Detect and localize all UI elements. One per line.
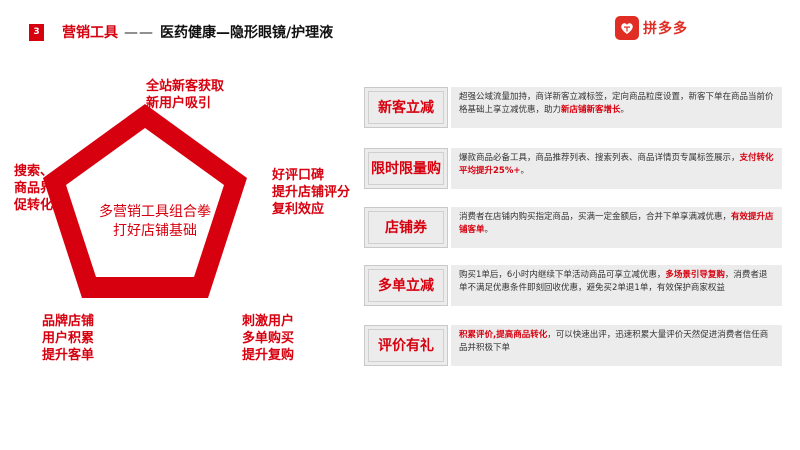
card-desc-highlight: 有效提升店铺客单 (459, 212, 774, 235)
card-label-text: 评价有礼 (368, 329, 444, 362)
pentagon-diagram (43, 104, 247, 298)
pentagon-inner (66, 128, 224, 277)
label-bottom-left-line-3: 提升客单 (42, 348, 95, 363)
title-sub: 医药健康—隐形眼镜/护理液 (160, 25, 334, 41)
label-bottom-right-line-2: 多单购买 (242, 331, 295, 346)
card-desc-tail: ，可以快速出评，迅速积累大量评价天然促进消费者信任商品并积极下单 (459, 330, 769, 353)
label-top-line-1: 全站新客获取 (146, 79, 225, 94)
card-desc-store-coupon: 消费者在店铺内购买指定商品，买满一定金额后，合并下单享满减优惠，有效提升店铺客单… (451, 207, 782, 248)
label-bottom-left-line-1: 品牌店铺 (42, 314, 95, 329)
label-top-line-2: 新用户吸引 (146, 96, 212, 111)
title-main: 营销工具 (62, 25, 118, 41)
card-label-text: 多单立减 (368, 269, 444, 302)
page-number: 3 (29, 24, 44, 41)
label-left-line-2: 商品界面 (14, 181, 67, 196)
card-label-new-customer: 新客立减 (364, 87, 448, 128)
label-right-line-3: 复利效应 (272, 202, 325, 217)
card-desc-text: 超强公域流量加持，商详新客立减标签，定向商品粒度设置，新客下单在商品当前价格基础… (459, 92, 774, 115)
label-right-line-1: 好评口碑 (272, 168, 325, 183)
center-line-2: 打好店铺基础 (113, 223, 197, 239)
card-desc-tail: 。 (484, 225, 494, 235)
card-desc-highlight: 支付转化平均提升25%+ (459, 153, 774, 176)
card-desc-tail: 。 (520, 166, 529, 176)
card-desc-text: 爆款商品必备工具，商品推荐列表、搜索列表、商品详情页专属标签展示， (459, 153, 740, 163)
label-bottom-right: 刺激用户 多单购买 提升复购 (242, 313, 294, 364)
card-desc-tail: 。 (620, 105, 630, 115)
label-top: 全站新客获取 新用户吸引 (146, 78, 224, 112)
center-line-1: 多营销工具组合拳 (99, 204, 211, 220)
card-desc-highlight: 多场景引导复购 (665, 270, 725, 280)
card-desc-multi-order: 购买1单后，6小时内继续下单活动商品可享立减优惠，多场景引导复购，消费者退单不满… (451, 265, 782, 306)
title-separator: —— (124, 25, 154, 41)
card-label-text: 限时限量购 (368, 152, 444, 185)
card-desc-new-customer: 超强公域流量加持，商详新客立减标签，定向商品粒度设置，新客下单在商品当前价格基础… (451, 87, 782, 128)
page-title: 营销工具 —— 医药健康—隐形眼镜/护理液 (62, 23, 333, 43)
card-label-text: 店铺券 (368, 211, 444, 244)
card-desc-tail: ，消费者退单不满足优惠条件即刻回收优惠，避免买2单退1单，有效保护商家权益 (459, 270, 768, 293)
label-bottom-right-line-1: 刺激用户 (242, 314, 295, 329)
label-left-line-1: 搜索、 (14, 164, 54, 179)
label-bottom-left: 品牌店铺 用户积累 提升客单 (42, 313, 94, 364)
card-label-text: 新客立减 (368, 91, 444, 124)
brand-logo: 拼多多 (615, 16, 688, 40)
pinduoduo-logo-icon (615, 16, 639, 40)
card-desc-flash-sale: 爆款商品必备工具，商品推荐列表、搜索列表、商品详情页专属标签展示，支付转化平均提… (451, 148, 782, 189)
label-bottom-left-line-2: 用户积累 (42, 331, 95, 346)
label-bottom-right-line-3: 提升复购 (242, 348, 295, 363)
card-desc-text: 消费者在店铺内购买指定商品，买满一定金额后，合并下单享满减优惠， (459, 212, 732, 222)
card-desc-text: 购买1单后，6小时内继续下单活动商品可享立减优惠， (459, 270, 666, 280)
label-left: 搜索、 商品界面 促转化 (14, 163, 66, 214)
label-left-line-3: 促转化 (14, 198, 54, 213)
card-label-store-coupon: 店铺券 (364, 207, 448, 248)
card-desc-highlight: 积累评价,提高商品转化 (459, 330, 548, 340)
diagram-center-text: 多营销工具组合拳 打好店铺基础 (75, 203, 235, 241)
label-right-line-2: 提升店铺评分 (272, 185, 351, 200)
label-right: 好评口碑 提升店铺评分 复利效应 (272, 167, 350, 218)
card-label-review-reward: 评价有礼 (364, 325, 448, 366)
card-desc-highlight: 新店铺新客增长 (561, 105, 621, 115)
card-label-multi-order: 多单立减 (364, 265, 448, 306)
logo-text: 拼多多 (643, 21, 688, 37)
card-desc-review-reward: 积累评价,提高商品转化，可以快速出评，迅速积累大量评价天然促进消费者信任商品并积… (451, 325, 782, 366)
card-label-flash-sale: 限时限量购 (364, 148, 448, 189)
